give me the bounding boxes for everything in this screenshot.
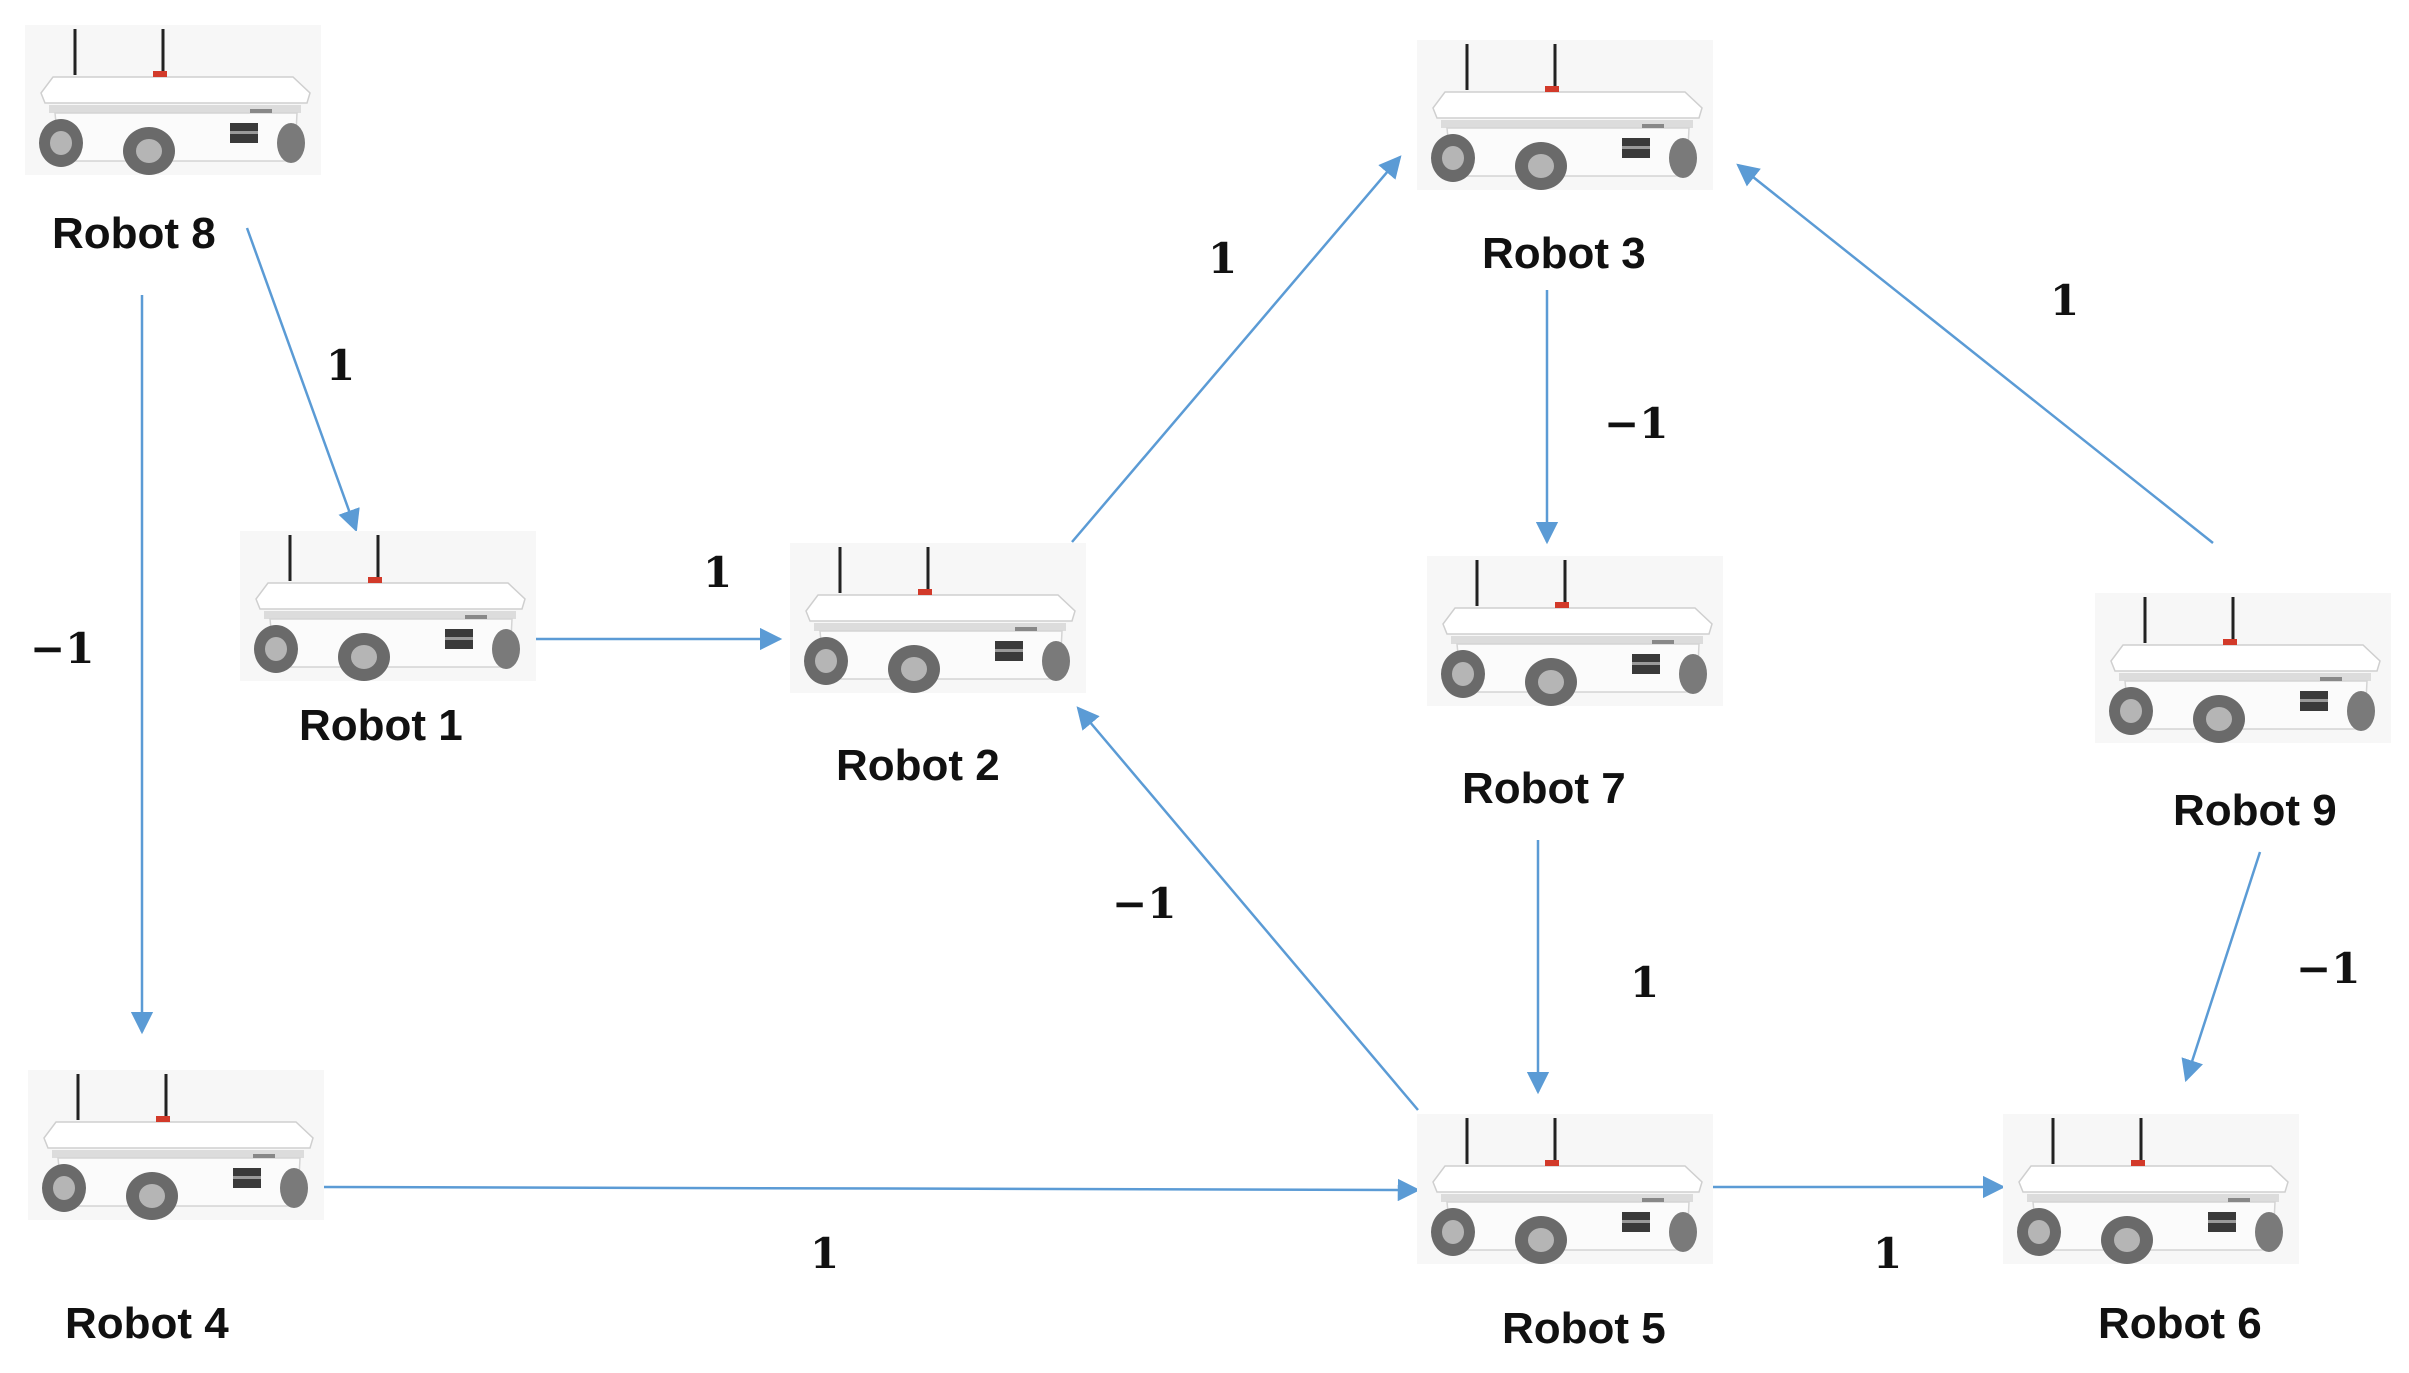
weight-robot9-robot6: −1 (2296, 944, 2360, 993)
edges (130, 155, 2262, 1202)
weight-robot9-robot3: 1 (2050, 276, 2079, 325)
robot-label: Robot 1 (299, 701, 463, 750)
edge-robot2-robot3 (1071, 155, 1402, 543)
weight-robot7-robot5: 1 (1630, 958, 1659, 1007)
robot-label: Robot 7 (1462, 764, 1626, 813)
robot-node-8: Robot 8 (25, 25, 321, 258)
robot-image (2095, 593, 2391, 743)
robot-image (1427, 556, 1723, 706)
edge-robot9-robot6 (2181, 851, 2262, 1083)
robot-image (1417, 1114, 1713, 1264)
weight-robot8-robot4: −1 (30, 624, 94, 673)
edge-robot8-robot1 (245, 227, 360, 533)
robot-label: Robot 8 (52, 209, 216, 258)
edge-robot9-robot3 (1736, 163, 2214, 544)
robot-image (790, 543, 1086, 693)
robot-image (2003, 1114, 2299, 1264)
robot-label: Robot 5 (1502, 1304, 1666, 1353)
robot-label: Robot 9 (2173, 786, 2337, 835)
robot-label: Robot 6 (2098, 1299, 2262, 1348)
weight-robot2-robot3: 1 (1208, 234, 1237, 283)
robot-node-5: Robot 5 (1417, 1114, 1713, 1353)
robot-node-7: Robot 7 (1427, 556, 1723, 813)
edge-robot5-robot2 (1076, 706, 1419, 1111)
robot-image (1417, 40, 1713, 190)
robot-node-9: Robot 9 (2095, 593, 2391, 835)
weight-robot8-robot1: 1 (326, 341, 355, 390)
robot-node-4: Robot 4 (28, 1070, 324, 1348)
weight-robot1-robot2: 1 (703, 548, 732, 597)
edge-weights: 1 −1 1 1 −1 1 −1 1 1 1 −1 (30, 234, 2360, 1278)
robot-label: Robot 3 (1482, 229, 1646, 278)
robot-label: Robot 4 (65, 1299, 229, 1348)
robot-node-3: Robot 3 (1417, 40, 1713, 278)
robot-image (25, 25, 321, 175)
robot-node-6: Robot 6 (2003, 1114, 2299, 1348)
edge-robot4-robot5 (321, 1178, 1421, 1202)
robot-label: Robot 2 (836, 741, 1000, 790)
weight-robot3-robot7: −1 (1604, 399, 1668, 448)
weight-robot5-robot6: 1 (1873, 1229, 1902, 1278)
robot-image (28, 1070, 324, 1220)
robot-node-1: Robot 1 (240, 531, 536, 750)
robot-node-2: Robot 2 (790, 543, 1086, 790)
weight-robot5-robot2: −1 (1112, 879, 1176, 928)
weight-robot4-robot5: 1 (810, 1229, 839, 1278)
robot-image (240, 531, 536, 681)
